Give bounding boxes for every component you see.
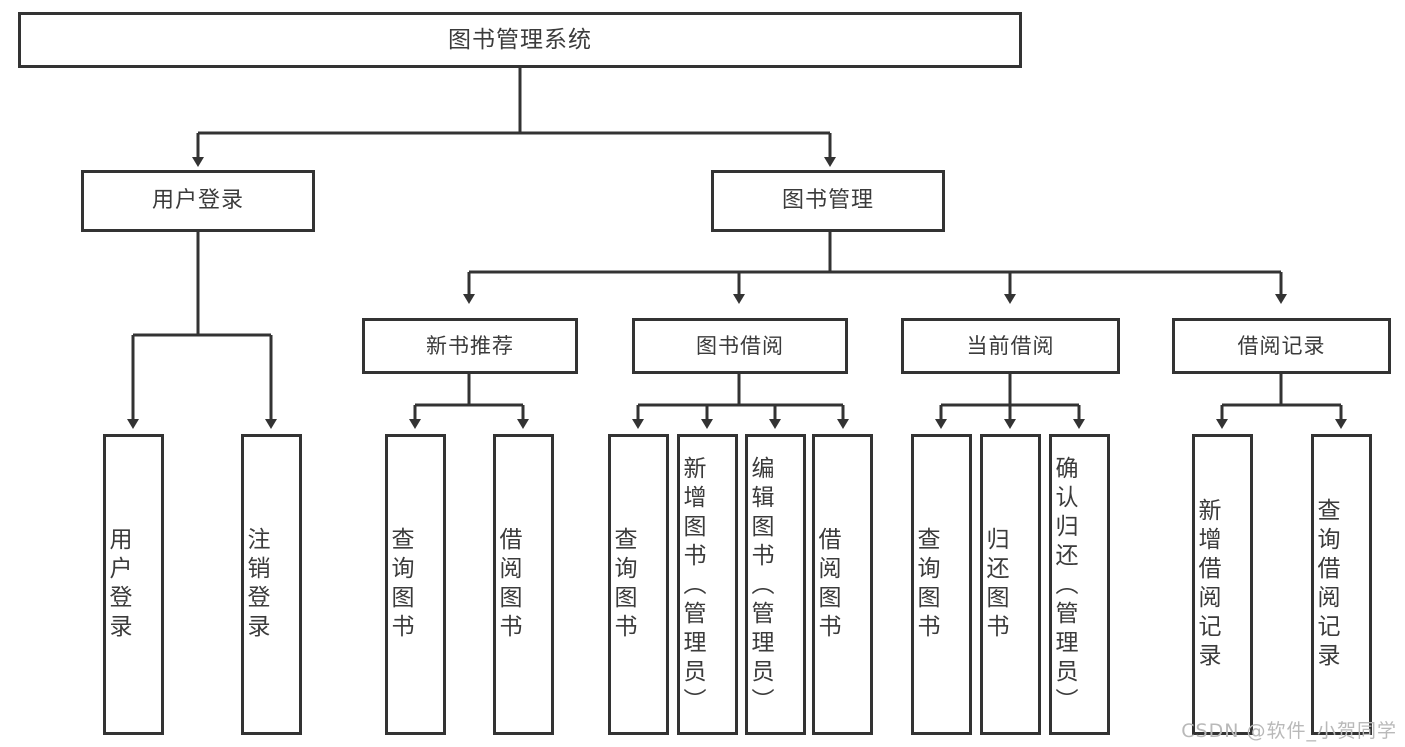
node-label: 用户登录: [151, 188, 244, 214]
leaf-confirm-return-admin[interactable]: 确认归还（管理员）: [1049, 434, 1110, 735]
leaf-query-book-borrow[interactable]: 查询图书: [608, 434, 669, 735]
node-root-system[interactable]: 图书管理系统: [18, 12, 1022, 68]
leaf-add-book-admin[interactable]: 新增图书（管理员）: [677, 434, 738, 735]
node-label: 查询图书: [387, 526, 413, 643]
node-label: 新书推荐: [426, 333, 514, 358]
node-borrow-record[interactable]: 借阅记录: [1172, 318, 1391, 374]
node-new-book-recommend[interactable]: 新书推荐: [362, 318, 578, 374]
node-label: 图书借阅: [696, 333, 784, 358]
node-label: 注销登录: [243, 526, 269, 643]
leaf-query-borrow-record[interactable]: 查询借阅记录: [1311, 434, 1372, 735]
node-label: 用户登录: [105, 526, 131, 643]
leaf-add-borrow-record[interactable]: 新增借阅记录: [1192, 434, 1253, 735]
node-label: 编辑图书（管理员）: [747, 456, 773, 717]
leaf-return-book[interactable]: 归还图书: [980, 434, 1041, 735]
leaf-borrow-book[interactable]: 借阅图书: [812, 434, 873, 735]
leaf-query-book-current[interactable]: 查询图书: [911, 434, 972, 735]
node-current-borrow[interactable]: 当前借阅: [901, 318, 1120, 374]
leaf-borrow-book-recommend[interactable]: 借阅图书: [493, 434, 554, 735]
leaf-edit-book-admin[interactable]: 编辑图书（管理员）: [745, 434, 806, 735]
node-label: 借阅图书: [495, 526, 521, 643]
node-book-borrow[interactable]: 图书借阅: [632, 318, 848, 374]
node-label: 查询图书: [610, 526, 636, 643]
node-label: 新增借阅记录: [1194, 497, 1220, 672]
node-user-login[interactable]: 用户登录: [81, 170, 315, 232]
node-label: 查询借阅记录: [1313, 497, 1339, 672]
node-label: 借阅记录: [1237, 333, 1326, 358]
node-label: 借阅图书: [814, 526, 840, 643]
node-book-management[interactable]: 图书管理: [711, 170, 945, 232]
leaf-query-book-recommend[interactable]: 查询图书: [385, 434, 446, 735]
leaf-user-logout[interactable]: 注销登录: [241, 434, 302, 735]
node-label: 新增图书（管理员）: [679, 456, 705, 717]
node-label: 归还图书: [982, 526, 1008, 643]
node-label: 查询图书: [913, 526, 939, 643]
leaf-user-login[interactable]: 用户登录: [103, 434, 164, 735]
node-label: 图书管理: [781, 188, 874, 214]
node-label: 确认归还（管理员）: [1051, 456, 1077, 717]
node-label: 图书管理系统: [448, 26, 592, 53]
node-label: 当前借阅: [966, 333, 1055, 358]
